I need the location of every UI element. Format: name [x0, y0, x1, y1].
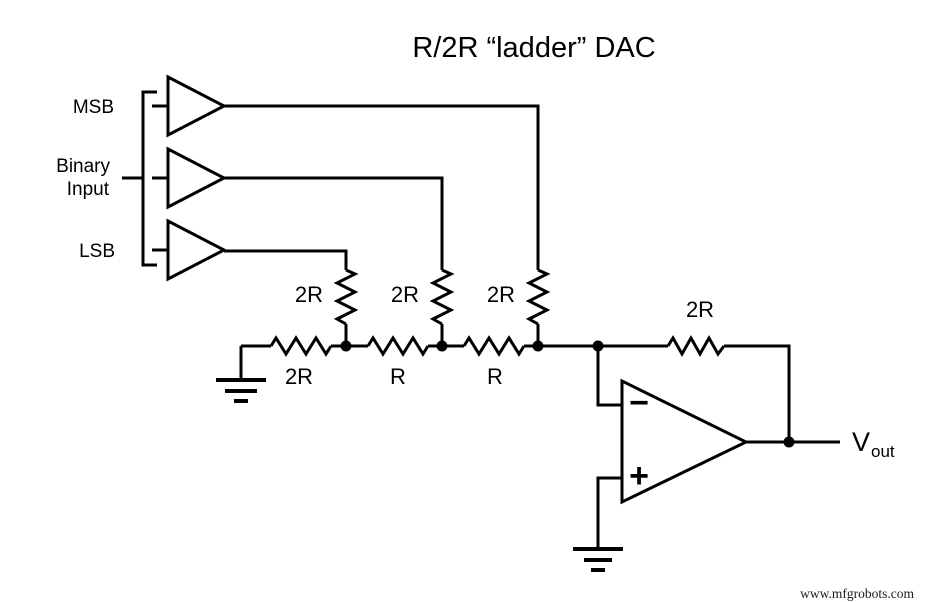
input-bus-bracket [122, 90, 168, 267]
feedback-return-wire [724, 344, 791, 441]
feedback-resistor: 2R [666, 297, 791, 441]
branch-resistor-1: 2R [295, 268, 359, 346]
ground-symbol-opamp [573, 547, 623, 572]
opamp-noninverting-sign: + [629, 457, 649, 495]
resistor-zigzag-icon [525, 268, 551, 326]
binary-input-label-line2: Input [67, 179, 110, 200]
ladder-resistor-2r-label: 2R [285, 364, 313, 389]
buffer-amplifier-msb-icon [166, 74, 228, 138]
junction-dot-output [783, 436, 795, 448]
junction-dot-1 [340, 340, 352, 352]
ladder-resistor-r1-label: R [390, 364, 406, 389]
ladder-resistor-2r-zigzag-icon [269, 335, 333, 357]
branch-resistor-3: 2R [487, 268, 551, 346]
vout-label: V [852, 427, 870, 457]
msb-label: MSB [73, 97, 114, 118]
msb-output-wire [224, 104, 540, 270]
lsb-label: LSB [79, 241, 115, 262]
inverting-input-wire [596, 346, 622, 407]
ladder-resistor-r2-label: R [487, 364, 503, 389]
branch-resistor-3-label: 2R [487, 282, 515, 307]
branch-resistor-2-label: 2R [391, 282, 419, 307]
lsb-output-wire [224, 249, 348, 270]
feedback-resistor-zigzag-icon [666, 334, 726, 358]
resistor-zigzag-icon [333, 268, 359, 326]
binary-input-label-line1: Binary [56, 156, 110, 177]
opamp: − + [596, 346, 750, 549]
ladder-resistor-r2-zigzag-icon [462, 335, 526, 357]
branch-resistor-2: 2R [391, 268, 455, 346]
opamp-triangle-icon [620, 378, 750, 505]
diagram-title: R/2R “ladder” DAC [412, 32, 655, 64]
watermark: www.mfgrobots.com [800, 586, 914, 601]
binary-output-wire [224, 176, 444, 270]
buffer-amplifier-binary-icon [166, 146, 228, 210]
ground-symbol-left [216, 346, 266, 403]
junction-dot-2 [436, 340, 448, 352]
noninverting-input-wire [596, 476, 622, 549]
vout-subscript: out [871, 442, 895, 461]
ladder-resistor-r1-zigzag-icon [366, 335, 430, 357]
opamp-inverting-sign: − [629, 384, 649, 422]
junction-dot-3 [532, 340, 544, 352]
resistor-zigzag-icon [429, 268, 455, 326]
feedback-resistor-label: 2R [686, 297, 714, 322]
branch-resistor-1-label: 2R [295, 282, 323, 307]
ladder-rail: 2R R R [241, 335, 668, 389]
buffer-amplifier-lsb-icon [166, 218, 228, 282]
